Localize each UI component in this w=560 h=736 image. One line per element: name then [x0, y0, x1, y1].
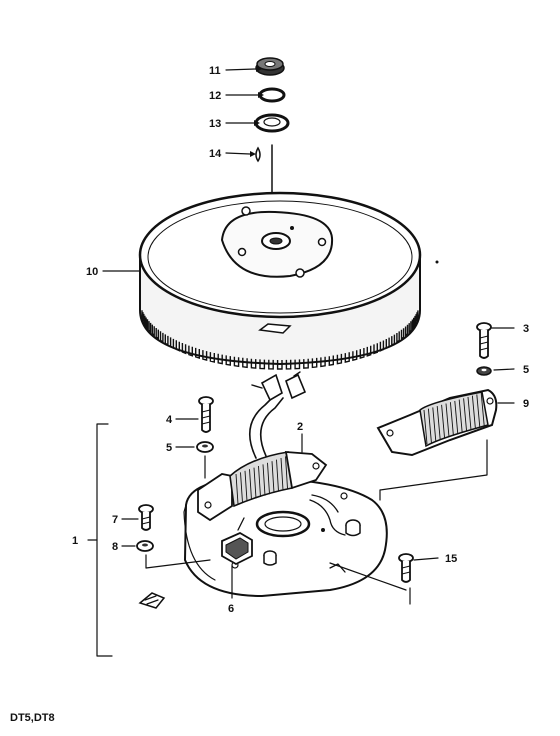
callout-10: 10	[86, 266, 98, 278]
plain-washer	[254, 113, 290, 133]
callout-12: 12	[209, 90, 221, 102]
callout-5-right: 5	[523, 364, 529, 376]
leader-lines	[87, 66, 515, 657]
callout-numbers: 1 2 3 4 5 5 6 7 8 9 10 11 12 13 14 15	[72, 65, 529, 615]
washer-8	[136, 540, 154, 552]
washer-5-left	[196, 441, 214, 453]
pulser-coil	[221, 517, 253, 566]
charging-coil	[376, 388, 498, 457]
bolt-3	[476, 322, 492, 359]
callout-13: 13	[209, 118, 221, 130]
callout-1: 1	[72, 535, 78, 547]
bolt-4	[198, 396, 214, 433]
callout-5-left: 5	[166, 442, 172, 454]
callout-14: 14	[209, 148, 222, 160]
bolt-15	[398, 553, 414, 583]
bolt-7	[138, 504, 154, 531]
stator-base-plate	[138, 476, 388, 609]
callout-9: 9	[523, 398, 529, 410]
flywheel-nut	[255, 57, 285, 76]
callout-2: 2	[297, 421, 303, 433]
washer-5-right	[476, 366, 492, 376]
model-label: DT5,DT8	[10, 712, 55, 724]
callout-3: 3	[523, 323, 529, 335]
callout-7: 7	[112, 514, 118, 526]
callout-11: 11	[209, 65, 221, 77]
woodruff-key	[255, 146, 261, 163]
stray-dot	[435, 260, 439, 264]
callout-4: 4	[166, 414, 173, 426]
exciter-coil	[197, 371, 328, 522]
callout-8: 8	[112, 541, 118, 553]
callout-6: 6	[228, 603, 234, 615]
callout-15: 15	[445, 553, 457, 565]
flywheel	[138, 191, 422, 370]
